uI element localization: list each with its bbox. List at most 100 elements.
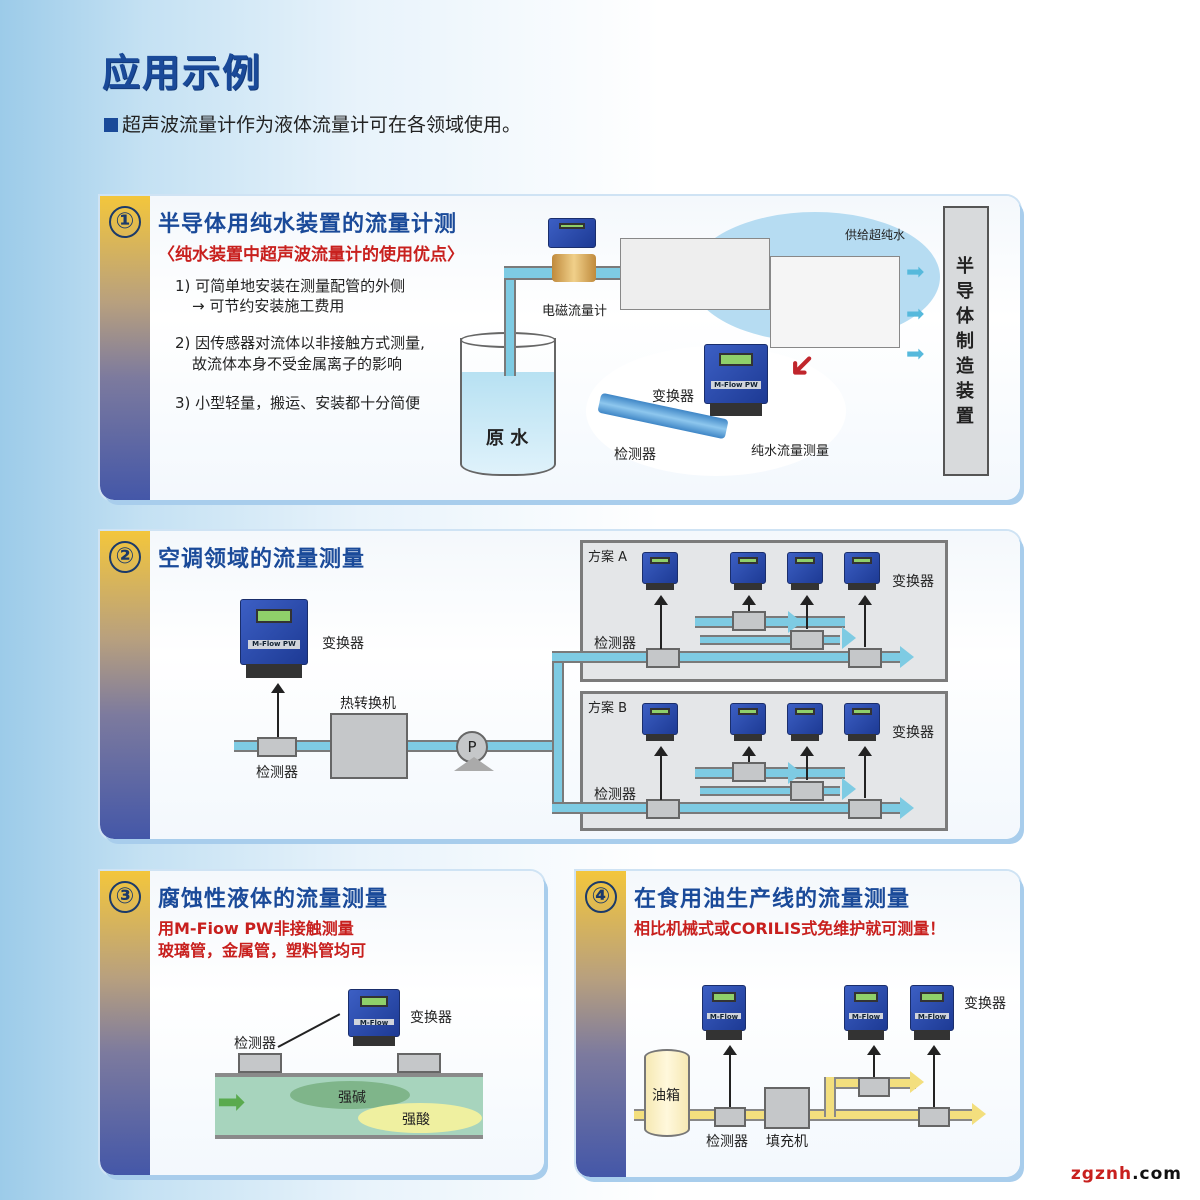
signal-arrow: [277, 1013, 341, 1048]
plan-a-converter: [844, 552, 880, 590]
plan-b-pipe: [695, 767, 845, 779]
signal-arrow: [723, 1045, 737, 1107]
panel-corrosive: ③ 腐蚀性液体的流量测量 用M-Fiow PW非接触测量 玻璃管，金属管，塑料管…: [100, 871, 544, 1175]
water-plant-unit-1: [620, 238, 770, 310]
panel-air-conditioning: ② 空调领域的流量测量 M-Flow PW 变换器 检测器 热转换机 P 方案 …: [100, 531, 1020, 839]
detector-label: 检测器: [614, 447, 656, 463]
number-badge: ③: [109, 881, 141, 913]
signal-arrow: [654, 595, 668, 649]
bullet-square-icon: [104, 118, 118, 132]
heat-exchanger-label: 热转换机: [340, 696, 396, 712]
pipe-vertical: [504, 266, 516, 376]
panel-subtitle-2: 玻璃管，金属管，塑料管均可: [158, 941, 367, 960]
plan-b-sensor: [732, 762, 766, 782]
point-1: 1) 可简单地安装在测量配管的外侧: [175, 277, 406, 295]
oil-tank: [644, 1049, 690, 1137]
panel-edible-oil: ④ 在食用油生产线的流量测量 相比机械式或CORILIS式免维护就可测量！ 油箱…: [576, 871, 1020, 1177]
plan-a-sensor: [732, 611, 766, 631]
watermark-part2: .com: [1132, 1164, 1182, 1184]
page-title: 应用示例: [102, 51, 263, 95]
plan-b-converter-label: 变换器: [892, 725, 934, 741]
semiconductor-box: [943, 206, 989, 476]
detector-sensor: [238, 1053, 282, 1073]
detector-sensor: [397, 1053, 441, 1073]
converter-label: 变换器: [322, 636, 364, 652]
semiconductor-label: 半导体制造装置: [956, 256, 974, 427]
converter-device: M-Flow PW: [704, 344, 768, 416]
oil-tank-label: 油箱: [652, 1088, 680, 1104]
alkali-label: 强碱: [338, 1090, 366, 1106]
plan-a-pipe: [695, 616, 845, 628]
intro-text: 超声波流量计作为液体流量计可在各领域使用。: [104, 110, 521, 137]
point-3: 3) 小型轻量，搬运、安装都十分简便: [175, 394, 421, 412]
point-2b: 故流体本身不受金属离子的影响: [192, 355, 403, 373]
em-flowmeter-device: [548, 218, 596, 248]
detector-sensor: [918, 1107, 950, 1127]
converter-label: 变换器: [652, 389, 694, 405]
plan-b-converter: [787, 703, 823, 741]
plan-a-pipe: [700, 635, 840, 645]
detector-sensor: [257, 737, 297, 757]
oil-branch-vertical: [824, 1077, 836, 1117]
signal-arrow: [858, 595, 872, 647]
converter-label: 变换器: [964, 996, 1006, 1012]
converter-device: M-Flow PW: [702, 985, 746, 1040]
number-badge: ②: [109, 541, 141, 573]
signal-arrow: [654, 746, 668, 800]
panel-title: 腐蚀性液体的流量测量: [158, 887, 389, 912]
intro-label: 超声波流量计作为液体流量计可在各领域使用。: [122, 114, 522, 136]
panel-title: 在食用油生产线的流量测量: [634, 887, 911, 912]
plan-b-pipe: [700, 786, 840, 796]
panel-subtitle: 相比机械式或CORILIS式免维护就可测量！: [634, 919, 946, 938]
flow-arrow-icon: [788, 611, 802, 633]
plan-b-detector-label: 检测器: [594, 787, 636, 803]
flow-arrow-icon: [910, 1071, 924, 1093]
detector-sensor: [858, 1077, 890, 1097]
signal-arrow: [800, 746, 814, 780]
detector-label: 检测器: [234, 1036, 276, 1052]
signal-arrow: [742, 746, 756, 762]
filling-machine: [764, 1087, 810, 1129]
converter-device: M-Flow PW: [240, 599, 308, 679]
panel-strip: [100, 196, 150, 500]
filler-label: 填充机: [766, 1134, 808, 1150]
point-1b: → 可节约安装施工费用: [192, 297, 345, 315]
signal-arrow: [867, 1045, 881, 1077]
plan-a-sensor: [646, 648, 680, 668]
panel-title: 空调领域的流量测量: [158, 547, 366, 572]
point-2: 2) 因传感器对流体以非接触方式测量,: [175, 334, 425, 352]
signal-arrow: [271, 683, 285, 737]
plan-b-converter: [730, 703, 766, 741]
detector-label: 检测器: [706, 1134, 748, 1150]
plan-b-sensor: [646, 799, 680, 819]
converter-device: M-Flow PW: [844, 985, 888, 1040]
number-badge: ①: [109, 206, 141, 238]
converter-device: M-Flow PW: [348, 989, 400, 1047]
signal-arrow: [742, 595, 756, 611]
panel-title: 半导体用纯水装置的流量计测: [158, 212, 458, 237]
plan-a-label: 方案 A: [588, 550, 628, 565]
supply-arrow-icon: ➡: [906, 342, 925, 367]
panel-strip: [100, 871, 150, 1175]
plan-b-converter: [844, 703, 880, 741]
em-flowmeter-flange: [552, 254, 596, 282]
plan-a-detector-label: 检测器: [594, 636, 636, 652]
flow-arrow-icon: [842, 627, 856, 649]
plan-a-converter: [787, 552, 823, 590]
panel-strip: [576, 871, 626, 1177]
detector-sensor: [714, 1107, 746, 1127]
plan-b-label: 方案 B: [588, 701, 628, 716]
converter-label: 变换器: [410, 1010, 452, 1026]
plan-b-converter: [642, 703, 678, 741]
supply-arrow-icon: ➡: [906, 302, 925, 327]
watermark: zgznh.com: [1071, 1164, 1182, 1184]
em-flowmeter-label: 电磁流量计: [542, 304, 608, 319]
converter-device: M-Flow PW: [910, 985, 954, 1040]
signal-arrow: [800, 595, 814, 629]
signal-arrow: [927, 1045, 941, 1107]
plan-b-sensor: [848, 799, 882, 819]
flow-arrow-icon: [900, 646, 914, 668]
plan-a-converter-label: 变换器: [892, 574, 934, 590]
plan-b-pipe: [552, 802, 902, 814]
flow-arrow-icon: [788, 762, 802, 784]
